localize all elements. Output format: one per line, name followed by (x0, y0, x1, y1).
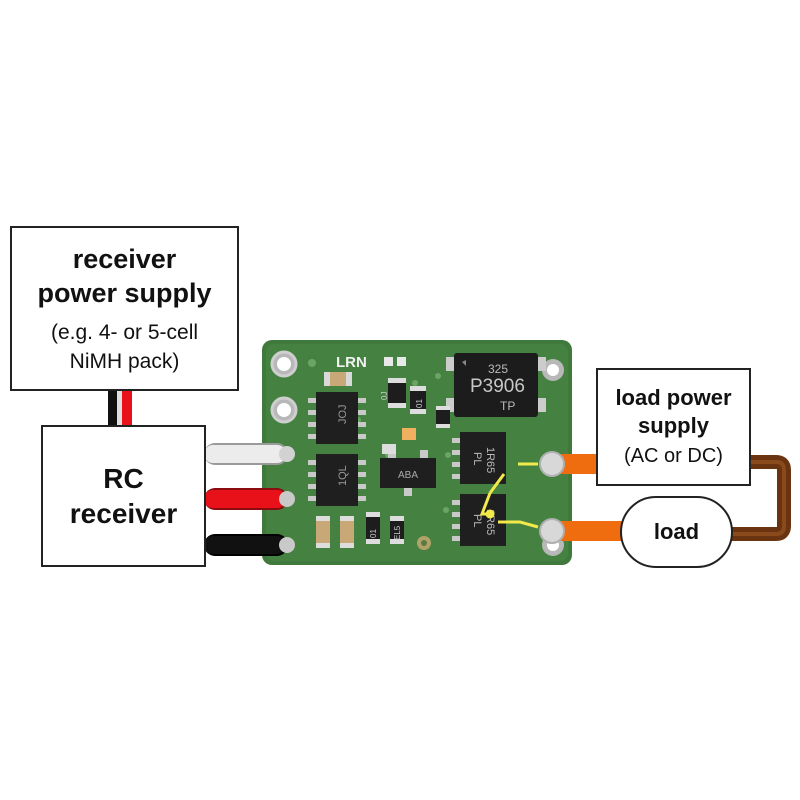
load-brown-wire-edge (730, 460, 786, 536)
chip-joj-label: JOJ (337, 404, 349, 424)
receiver-supply-wires (108, 388, 132, 428)
load-power-supply-title-line1: load power (615, 385, 732, 410)
receiver-power-supply-title-line1: receiver (72, 243, 177, 274)
chip-large-line2: P3906 (470, 376, 525, 397)
cap-label-4: 01 (415, 399, 424, 408)
receiver-power-supply-box: receiver power supply (e.g. 4- or 5-cell… (10, 226, 239, 391)
cap-label-1: 0J (380, 392, 389, 400)
relay-contact-traces (479, 462, 539, 529)
cap-label-2: EL5 (393, 525, 402, 540)
large-ic-chip (446, 353, 546, 417)
board-lrn-label: LRN (336, 354, 367, 371)
relay2-sub: PL (471, 514, 483, 527)
receiver-power-supply-title-line2: power supply (37, 277, 212, 308)
rc-receiver-title-line1: RC (103, 463, 144, 494)
load-power-supply-box: load power supply (AC or DC) (596, 368, 751, 486)
relay1-sub: PL (471, 452, 483, 465)
servo-cable (204, 443, 295, 556)
chip-1ql-label: 1QL (337, 465, 349, 486)
receiver-power-supply-note-line1: (e.g. 4- or 5-cell (50, 320, 199, 344)
load-label: load (653, 519, 700, 544)
sot-label: ABA (398, 470, 418, 481)
load-box: load (620, 496, 733, 568)
small-ic-chips (308, 372, 506, 548)
receiver-power-supply-note-line2: NiMH pack) (69, 349, 180, 373)
chip-large-line3: TP (500, 399, 515, 413)
board-markings: LRN 325 P3906 TP JOJ 1QL ABA 1R65 PL 1R6… (336, 354, 525, 540)
load-power-supply-title-line2: supply (638, 413, 709, 438)
relay1-code: 1R65 (484, 447, 496, 473)
chip-large-line1: 325 (488, 362, 508, 376)
load-power-supply-note: (AC or DC) (624, 445, 723, 467)
rc-receiver-box: RC receiver (41, 425, 206, 567)
cap-label-3: 01 (369, 529, 378, 538)
rc-receiver-title-line2: receiver (69, 498, 178, 529)
